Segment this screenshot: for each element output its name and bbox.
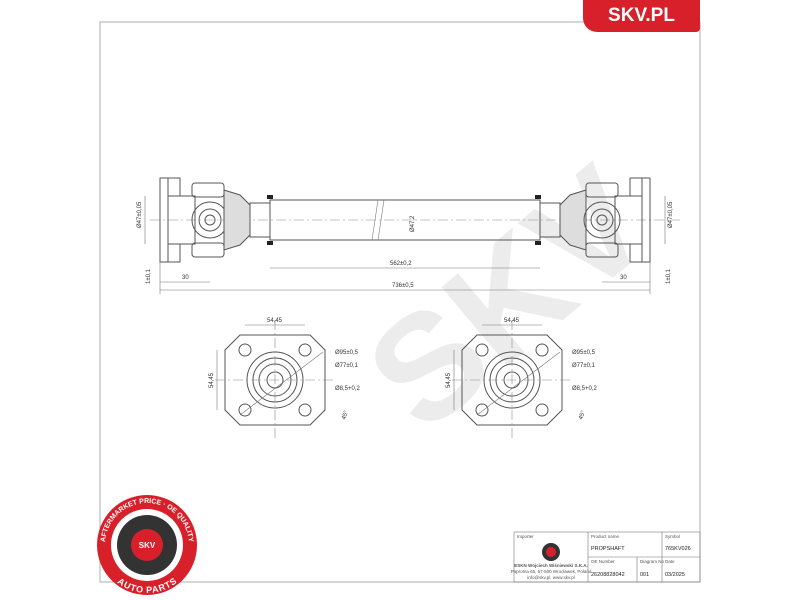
diagram-no: 001	[640, 572, 649, 578]
diagram-no-label: Diagram No	[640, 559, 665, 564]
product-name: PROPSHAFT	[591, 546, 625, 552]
flange-front-view-left: 54,45 54,45 Ø95±0,5 Ø77±0,1 Ø8,5+0,2 45°	[209, 318, 361, 440]
dim-hole-spacing-h: 54,45	[267, 318, 283, 324]
dim-flange-offset-right: 1±0,1	[666, 268, 672, 284]
dim-angle: 45°	[341, 410, 350, 421]
dim-flange-offset-left: 1±0,1	[146, 268, 152, 284]
importer-contact: info@skv.pl, www.skv.pl	[527, 575, 574, 580]
dim-hole-spacing-h: 54,45	[504, 318, 520, 324]
dim-hole-diameter: Ø8,5+0,2	[335, 386, 361, 392]
importer-address: Paprotna 65, 57-500 Wrocławek, Poland	[511, 569, 592, 574]
dim-flange-length-right: 30	[620, 275, 627, 281]
dim-flange-length-left: 30	[182, 275, 189, 281]
dim-outer-diameter: Ø95±0,5	[572, 350, 596, 356]
flange-front-view-right: 54,45 54,45 Ø95±0,5 Ø77±0,1 Ø8,5+0,2 45°	[446, 318, 598, 440]
oe-number: 26208828042	[591, 572, 625, 578]
badge-center-text: SKV	[139, 541, 156, 550]
dim-total-length: 736±0,5	[392, 283, 414, 289]
date-label: Date	[665, 559, 675, 564]
propshaft-side-view: Ø47±0,05 Ø47±0,05 Ø47,2 562±0,2 30 30 1±…	[137, 177, 680, 294]
dim-outer-diameter: Ø95±0,5	[335, 350, 359, 356]
dim-flange-diameter-left: Ø47±0,05	[137, 201, 143, 228]
skv-logo[interactable]: SKV.PL	[583, 0, 700, 32]
dim-pilot-diameter: Ø77±0,1	[572, 363, 596, 369]
dim-hole-spacing-v: 54,45	[209, 372, 215, 388]
auto-parts-badge: AFTERMARKET PRICE · OE QUALITY AUTO PART…	[97, 495, 197, 595]
drawing-frame	[99, 21, 701, 583]
oe-number-label: OE Number	[591, 559, 615, 564]
dim-tube-diameter: Ø47,2	[410, 215, 416, 232]
product-name-label: Product name	[591, 534, 620, 539]
date-value: 03/2025	[665, 572, 685, 578]
svg-text:SKV: SKV	[336, 134, 680, 461]
symbol-value: 765KV026	[665, 546, 691, 552]
dim-tube-length: 562±0,2	[390, 261, 412, 267]
dim-hole-spacing-v: 54,45	[446, 372, 452, 388]
importer-label: Importer	[517, 534, 534, 539]
dim-angle: 45°	[578, 410, 587, 421]
symbol-label: Symbol	[665, 534, 680, 539]
importer-name: ESKN Wojciech Wiśniewski S.K.A.	[514, 563, 587, 568]
title-block: Importer ESKN Wojciech Wiśniewski S.K.A.…	[511, 531, 701, 583]
dim-pilot-diameter: Ø77±0,1	[335, 363, 359, 369]
dim-hole-diameter: Ø8,5+0,2	[572, 386, 598, 392]
dim-flange-diameter-right: Ø47±0,05	[668, 201, 674, 228]
skv-watermark: SKV	[336, 134, 680, 461]
